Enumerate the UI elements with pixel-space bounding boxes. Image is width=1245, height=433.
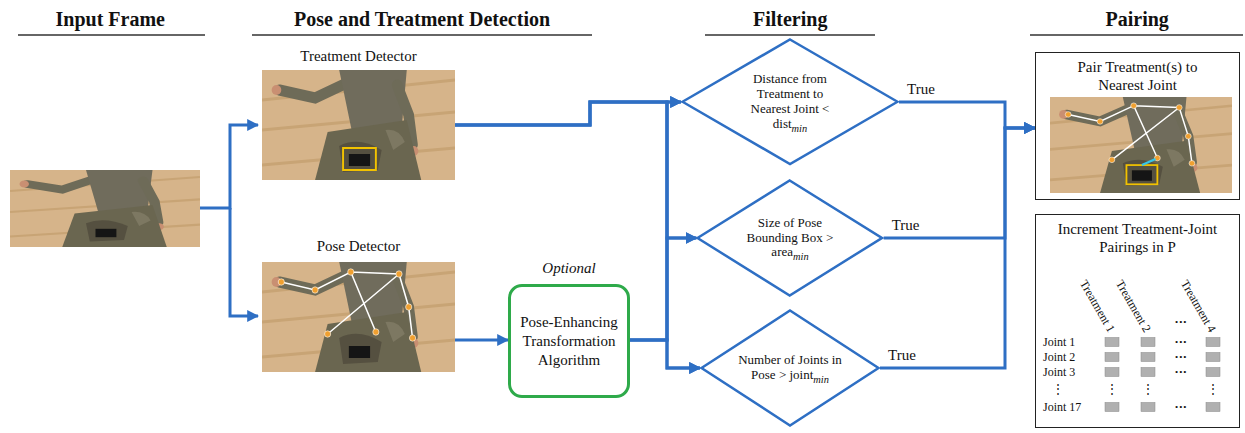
pose-detector-image	[262, 262, 455, 372]
flow-arrow	[455, 102, 681, 125]
diamond-outline	[683, 40, 898, 165]
diamond-outline	[702, 311, 879, 426]
ellipsis: •••	[1175, 365, 1187, 379]
pairing-matrix-cells	[1105, 338, 1119, 347]
box-title: Pair Treatment(s) to Nearest Joint	[1058, 58, 1218, 94]
ellipsis: •••	[1175, 335, 1187, 349]
pairing-image	[1142, 159, 1156, 165]
input-arrows	[230, 208, 258, 316]
matrix-column-label: Treatment 2	[1113, 277, 1154, 334]
optional-note: Optional	[508, 258, 630, 278]
matrix-column-label: Treatment 1	[1077, 277, 1118, 334]
detector-panel: Treatment Detector	[262, 46, 455, 180]
pairing-matrix-cells	[1141, 353, 1155, 362]
flow-arrow	[880, 128, 1035, 368]
flow-arrow	[455, 339, 508, 342]
header-underlines	[705, 34, 875, 36]
treatment-detector-image	[262, 70, 455, 180]
pairing-matrix-cells	[1105, 403, 1119, 412]
pairing-matrix-cells	[1206, 353, 1220, 362]
pairing-image	[1050, 97, 1232, 193]
flow-arrow	[630, 340, 700, 368]
column-header: Pairing	[1106, 7, 1169, 31]
threshold-subscript: min	[813, 374, 829, 385]
edge-label: True	[886, 347, 918, 364]
pairing-image	[1126, 165, 1157, 184]
pose-detector-image	[262, 262, 455, 372]
input-frame-image	[10, 170, 200, 247]
treatment-detector-image	[262, 70, 455, 180]
header-underlines	[18, 34, 205, 36]
threshold-subscript: min	[792, 123, 808, 134]
matrix-row-label: Joint 17	[1043, 400, 1081, 414]
treatment-detector-image	[343, 148, 376, 170]
flow-arrow	[899, 102, 1035, 128]
vertical-ellipsis: ⋮	[1142, 382, 1154, 396]
pairing-matrix-cells	[1105, 353, 1119, 362]
vertical-ellipsis: ⋮	[1052, 382, 1064, 396]
ellipsis: •••	[1175, 400, 1187, 414]
decision-diamond: Distance from Treatment to Nearest Joint…	[681, 38, 899, 166]
box-title: Increment Treatment-Joint Pairings in P	[1048, 220, 1228, 256]
panel-heading: Treatment Detector	[262, 46, 455, 66]
diamond-outline	[698, 181, 882, 296]
input-frame-image	[10, 170, 200, 247]
header-underlines	[1030, 34, 1243, 36]
matrix-row-label: Joint 2	[1043, 350, 1075, 364]
input-arrows	[200, 125, 258, 316]
edge-label: True	[890, 217, 922, 234]
header-underlines	[252, 34, 592, 36]
pose-detector-image	[278, 269, 415, 341]
ellipsis: •••	[1175, 315, 1187, 329]
rounded-box-outline: Pose-Enhancing Transformation Algorithm	[508, 284, 630, 398]
condition-text: Number of Joints in Pose > jointmin	[738, 353, 842, 383]
panel-heading: Pose Detector	[262, 236, 455, 256]
matrix-row-label: Joint 3	[1043, 365, 1075, 379]
input-arrows	[200, 125, 258, 208]
pairing-matrix-cells	[1105, 338, 1220, 412]
optional-process-box: OptionalPose-Enhancing Transformation Al…	[508, 258, 630, 398]
edge-label: True	[905, 81, 937, 98]
decision-diamond: Number of Joints in Pose > jointmin	[700, 309, 880, 427]
column-header: Pose and Treatment Detection	[294, 7, 550, 31]
pairing-image	[1050, 97, 1232, 193]
column-header: Filtering	[753, 7, 827, 31]
condition-text: Distance from Treatment to Nearest Joint…	[751, 71, 830, 131]
output-box: Pair Treatment(s) to Nearest Joint	[1035, 52, 1240, 200]
process-text: Pose-Enhancing Transformation Algorithm	[517, 313, 621, 370]
pairing-matrix-cells	[1141, 368, 1155, 377]
vertical-ellipsis: ⋮	[1207, 382, 1219, 396]
flow-arrow	[884, 128, 1035, 238]
column-header: Input Frame	[56, 7, 165, 31]
pairing-matrix-cells	[1206, 338, 1220, 347]
flow-arrow	[630, 238, 696, 340]
flow-arrow	[455, 102, 696, 238]
vertical-ellipsis: ⋮	[1106, 382, 1118, 396]
flow-arrow	[630, 102, 681, 340]
pairing-matrix-cells	[1105, 368, 1119, 377]
detector-panel: Pose Detector	[262, 236, 455, 372]
decision-diamond: Size of Pose Bounding Box > areamin	[696, 179, 883, 297]
pairing-matrix-cells	[1141, 403, 1155, 412]
pairing-matrix-cells	[1206, 368, 1220, 377]
condition-text: Size of Pose Bounding Box > areamin	[738, 216, 842, 261]
pairing-matrix-cells	[1141, 338, 1155, 347]
pairing-matrix-cells	[1206, 403, 1220, 412]
pairing-image	[1065, 103, 1195, 166]
threshold-subscript: min	[793, 251, 809, 262]
condition-text: Size of Pose Bounding Box > area	[747, 215, 834, 260]
header-underlines	[18, 34, 1243, 36]
matrix-row-label: Joint 1	[1043, 335, 1075, 349]
condition-text: Distance from Treatment to Nearest Joint…	[738, 72, 842, 132]
ellipsis: •••	[1175, 350, 1187, 364]
